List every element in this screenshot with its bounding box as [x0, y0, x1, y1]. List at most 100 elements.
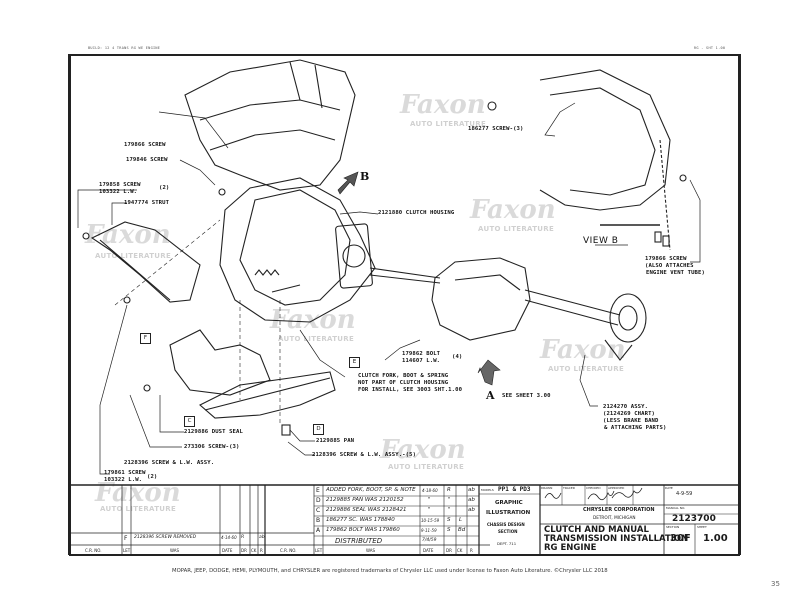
watermark-sub: AUTO LITERATURE [278, 335, 355, 343]
callout-qty-2: (2) [159, 185, 170, 191]
rev-ck: ab [259, 535, 265, 540]
callout-273306-screw: 273306 SCREW-(3) [184, 444, 240, 450]
watermark-logo: Faxon [95, 478, 181, 508]
detail-box-e: E [349, 357, 360, 368]
view-b-label: VIEW B [583, 236, 619, 246]
rev-was: 186277 SC. WAS 178840 [326, 517, 395, 523]
rev-was: DISTRIBUTED [335, 537, 383, 545]
rev-ck: ab [468, 497, 475, 503]
page-number: 35 [771, 580, 780, 588]
sheet-value: 1.00 [703, 533, 728, 544]
callout-engine-vent-tube: ENGINE VENT TUBE) [646, 270, 705, 276]
rev-ck: L [459, 517, 463, 523]
rev-let: B [316, 517, 321, 524]
dept-number: DEPT. 711 [497, 541, 517, 546]
input-shaft [369, 267, 441, 279]
manual-number: 2123700 [672, 514, 716, 524]
callout-clutch-fork-note-3: FOR INSTALL, SEE 3003 SHT.1.00 [358, 387, 463, 393]
detail-box-f: F [140, 333, 151, 344]
sheet-label: SHEET [697, 525, 707, 529]
callout-attaching-parts: & ATTACHING PARTS) [604, 425, 667, 431]
rev-ck: Bd [458, 527, 466, 533]
checked-label: CHECKED [586, 486, 601, 490]
rev-date: 10-15-59 [421, 518, 440, 523]
callout-2128396-screw: 2128396 SCREW & L.W. ASSY. [124, 460, 215, 466]
callout-qty-4: (4) [452, 354, 463, 360]
rev-dr: S [447, 517, 451, 523]
callout-less-brake-band: (LESS BRAKE BAND [603, 418, 659, 424]
rev-let: C [316, 507, 321, 514]
rev-was: 2128396 SCREW REMOVED [134, 535, 197, 540]
engine-block-outline [184, 59, 356, 191]
rev-date: 7/4/59 [422, 538, 437, 543]
rev-was: 179862 BOLT WAS 179860 [326, 527, 400, 533]
dept-title-1: GRAPHIC [495, 500, 523, 506]
drawing-title-line-1: CLUTCH AND MANUAL [544, 525, 649, 535]
callout-179858-screw: 179858 SCREW [99, 182, 141, 188]
see-sheet-note: SEE SHEET 3.00 [502, 393, 551, 399]
watermark-sub: AUTO LITERATURE [95, 252, 172, 260]
pan [199, 371, 336, 419]
callout-114607-lw: 114607 L.W. [402, 358, 441, 364]
callout-2129885-pan: 2129885 PAN [316, 438, 355, 444]
callout-also-attaches: (ALSO ATTACHES [645, 263, 694, 269]
view-b-marker: B [360, 170, 370, 183]
signatures [544, 487, 643, 501]
col-header-let: LET [315, 548, 323, 553]
col-header-cr-no: C.R. NO. [85, 548, 102, 553]
view-a-marker: A [486, 389, 495, 402]
watermark-logo: Faxon [540, 335, 626, 365]
section-value: 30F [670, 533, 691, 544]
rev-let: F [124, 535, 128, 542]
callout-103322-lw-b: 103322 L.W. [104, 477, 143, 483]
watermark-sub: AUTO LITERATURE [548, 365, 625, 373]
watermark-logo: Faxon [470, 195, 556, 225]
rev-let: E [316, 487, 320, 494]
callout-179862-bolt: 179862 BOLT [402, 351, 441, 357]
rev-let: D [316, 497, 321, 504]
watermark-sub: AUTO LITERATURE [100, 505, 177, 513]
rev-ck: ab [468, 507, 475, 513]
rev-date: " [428, 507, 431, 513]
traced-label: TRACED [563, 486, 576, 490]
section-line-2: SECTION [498, 529, 518, 534]
rev-was: 2129885 PAN WAS 2120152 [326, 497, 404, 503]
drawing-date: 4-9-59 [676, 491, 693, 497]
header-left-text: BUILD: 12 4 TRANS RG WE ENGINE [88, 46, 161, 50]
models-value: PP1 & PD3 [498, 486, 531, 493]
rev-dr: " [448, 507, 451, 513]
col-header-was: WAS [366, 548, 376, 553]
rev-let: A [316, 527, 321, 534]
callout-clutch-fork-note-1: CLUTCH FORK, BOOT & SPRING [358, 373, 449, 379]
view-a-arrow [477, 359, 501, 386]
callout-179846-screw: 179846 SCREW [126, 157, 168, 163]
callout-clutch-fork-note-2: NOT PART OF CLUTCH HOUSING [358, 380, 449, 386]
brake-drum [609, 293, 647, 343]
header-right-text: RG - SHT 1.00 [694, 46, 726, 50]
watermark-sub: AUTO LITERATURE [410, 120, 487, 128]
detail-box-c: C [184, 416, 195, 427]
view-b-housing [539, 69, 671, 211]
view-b-arrow [337, 171, 359, 195]
dept-title-2: ILLUSTRATION [486, 510, 531, 516]
dust-seal [169, 329, 271, 396]
col-header-cr-no: C.R. NO. [280, 548, 297, 553]
approved-label: APPROVED [608, 486, 625, 490]
rev-date: 9-11-59 [421, 528, 437, 533]
rev-date: 4-14-60 [221, 535, 237, 540]
rev-dr: " [448, 497, 451, 503]
callout-qty-2-b: (2) [147, 474, 158, 480]
callout-179866-screw-b: 179866 SCREW [645, 256, 687, 262]
rev-dr: R [241, 535, 245, 540]
callout-186277-screw: 186277 SCREW-(3) [468, 126, 524, 132]
callout-2121880-clutch-housing: 2121880 CLUTCH HOUSING [378, 210, 455, 216]
models-label: MODELS [481, 488, 494, 492]
callout-2124270-assy: 2124270 ASSY. [603, 404, 649, 410]
manual-no-label: MANUAL NO. [666, 506, 686, 510]
col-header-r: R [470, 548, 473, 553]
section-label: SECTION [666, 525, 680, 529]
col-header-dr: DR [241, 548, 247, 553]
callout-2129886-dust-seal: 2129886 DUST SEAL [184, 429, 243, 435]
